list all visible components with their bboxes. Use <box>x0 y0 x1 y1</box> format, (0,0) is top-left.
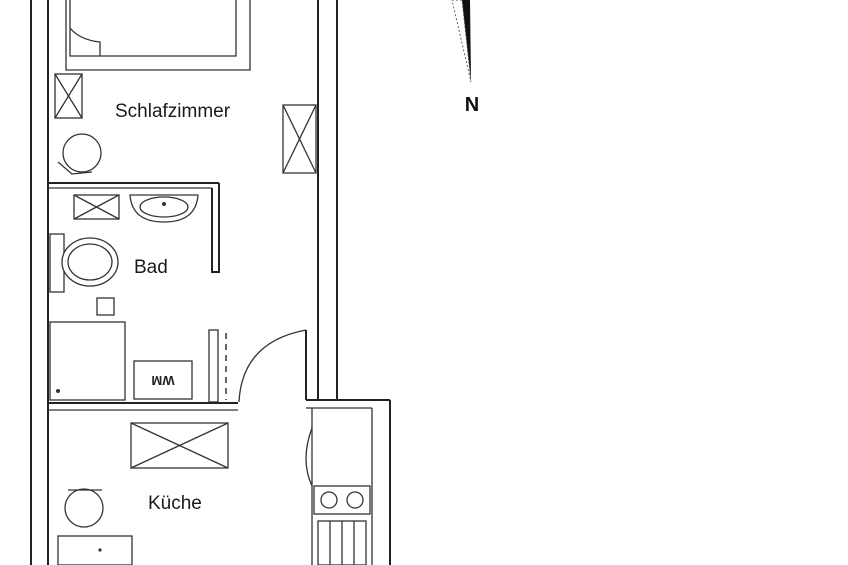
wardrobe-left <box>54 73 83 119</box>
bedroom: Schlafzimmer <box>54 0 317 175</box>
washing-machine: WM <box>133 360 193 400</box>
room-label-bedroom: Schlafzimmer <box>115 101 231 122</box>
bathroom-door <box>208 329 227 403</box>
wardrobe-right <box>282 104 317 174</box>
chair <box>57 133 102 175</box>
sink <box>129 194 199 223</box>
bathroom: Bad WM <box>48 182 238 411</box>
washer-label: WM <box>151 373 174 388</box>
shower-tray <box>49 321 126 401</box>
compass-label: N <box>465 94 479 116</box>
bath-drain <box>96 297 115 316</box>
room-label-bathroom: Bad <box>134 257 168 278</box>
outer-walls <box>30 0 338 565</box>
bed <box>65 0 251 71</box>
north-arrow: N <box>451 0 479 116</box>
kitchen-table <box>57 535 133 565</box>
kitchen-chair <box>64 488 104 528</box>
kitchen-cabinet <box>130 422 229 469</box>
toilet <box>49 233 119 293</box>
kitchen-counter <box>317 520 367 565</box>
room-label-kitchen: Küche <box>148 493 202 514</box>
stove <box>313 485 371 515</box>
kitchen: Küche <box>57 399 391 565</box>
entrance-door <box>238 329 307 403</box>
bath-cabinet <box>73 194 120 220</box>
